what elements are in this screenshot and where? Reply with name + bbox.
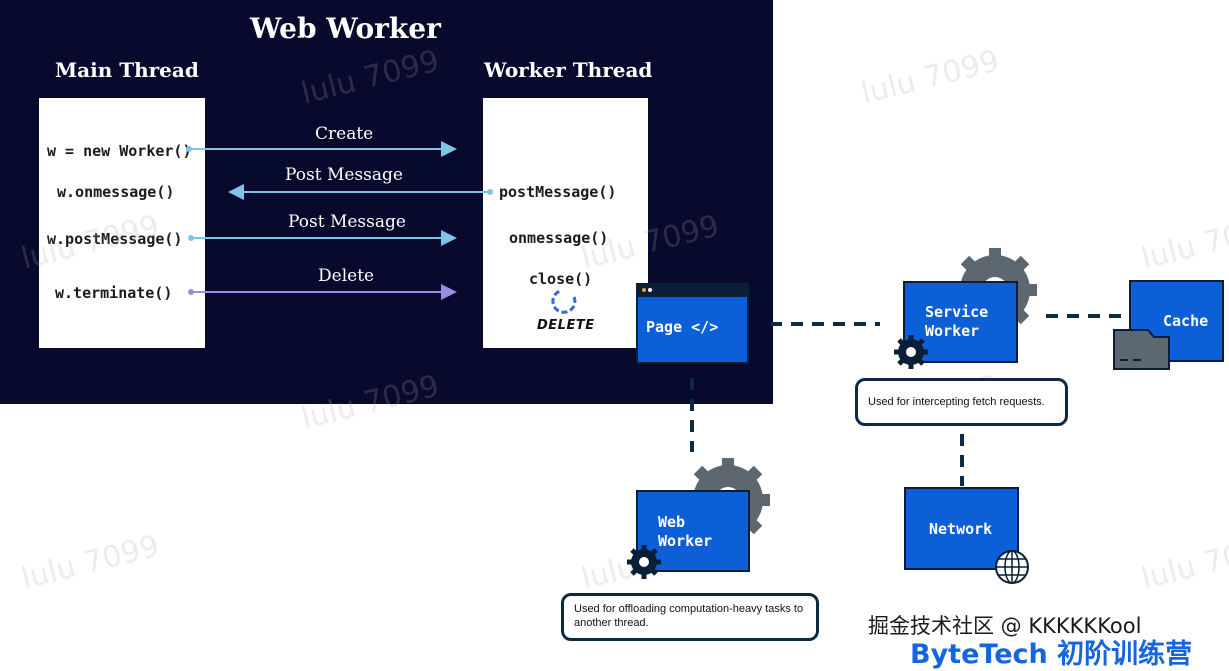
main-thread-box bbox=[39, 98, 205, 348]
page-node-label: Page </> bbox=[646, 318, 719, 336]
main-code-onmessage: w.onmessage() bbox=[57, 183, 175, 201]
browser-dots-icon bbox=[648, 288, 652, 292]
arrow-label-delete: Delete bbox=[318, 266, 375, 286]
globe-icon bbox=[995, 550, 1029, 584]
arrow-post-message bbox=[188, 230, 457, 246]
credit-text: 掘金技术社区 @ KKKKKKool bbox=[868, 614, 1142, 638]
refresh-icon bbox=[551, 289, 577, 314]
service-worker-note: Used for intercepting fetch requests. bbox=[855, 378, 1068, 426]
cache-label: Cache bbox=[1163, 312, 1209, 330]
worker-thread-heading: Worker Thread bbox=[484, 58, 653, 82]
browser-dots-icon bbox=[642, 288, 646, 292]
main-code-postmessage: w.postMessage() bbox=[47, 230, 183, 248]
web-worker-panel: Web Worker Main Thread Worker Thread w =… bbox=[0, 0, 773, 404]
main-thread-heading: Main Thread bbox=[55, 58, 199, 82]
web-worker-note: Used for offloading computation-heavy ta… bbox=[561, 593, 819, 641]
main-code-create: w = new Worker() bbox=[47, 142, 192, 160]
arrow-delete bbox=[188, 284, 457, 300]
worker-code-close: close() bbox=[529, 270, 593, 288]
page-node: Page </> bbox=[636, 283, 749, 364]
main-code-terminate: w.terminate() bbox=[55, 284, 173, 302]
network-node: Network bbox=[904, 487, 1019, 570]
arrow-create bbox=[186, 141, 457, 157]
browser-bar bbox=[638, 285, 747, 297]
web-worker-label: Web Worker bbox=[658, 513, 713, 550]
arrow-post-message-back bbox=[228, 184, 493, 200]
panel-title: Web Worker bbox=[250, 12, 441, 45]
node-icons bbox=[627, 329, 1170, 584]
gear-icon bbox=[894, 335, 928, 369]
service-worker-label: Service Worker bbox=[925, 303, 989, 340]
delete-badge: DELETE bbox=[537, 318, 595, 333]
arrow-label-post-message-2: Post Message bbox=[288, 212, 406, 232]
worker-code-onmessage: onmessage() bbox=[509, 229, 609, 247]
worker-code-postmessage: postMessage() bbox=[499, 183, 617, 201]
brand-logo: ByteTech 初阶训练营 bbox=[910, 639, 1193, 670]
arrow-label-post-message-1: Post Message bbox=[285, 165, 403, 185]
gear-icon bbox=[627, 545, 661, 579]
dashed-connector bbox=[690, 314, 1128, 486]
network-label: Network bbox=[929, 520, 993, 538]
folder-icon bbox=[1113, 329, 1170, 370]
worker-thread-box bbox=[483, 98, 648, 348]
arrow-label-create: Create bbox=[315, 124, 374, 144]
